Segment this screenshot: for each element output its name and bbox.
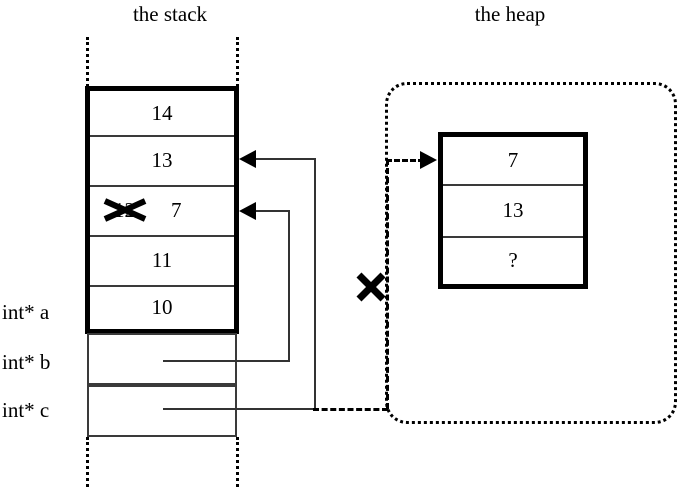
- pointer-b-connector-vertical: [288, 211, 290, 362]
- stack-cell-value: 11: [151, 247, 173, 272]
- pointer-b-connector-head-line: [255, 210, 290, 212]
- pointer-b-arrowhead: [239, 202, 256, 220]
- heap-title: the heap: [474, 2, 546, 26]
- pointer-b-connector-horizontal: [163, 360, 289, 362]
- stack-cell-value: 10: [151, 294, 173, 319]
- variable-label-c: int* c: [2, 398, 50, 422]
- stack-cell: 10: [90, 285, 234, 329]
- pointer-c-arrowhead: [239, 150, 256, 168]
- stack-title: the stack: [132, 2, 208, 26]
- stack-frame-divider: [90, 285, 234, 287]
- stack-pointer-slot-b: [87, 333, 237, 385]
- heap-pointer-arrowhead: [420, 151, 437, 169]
- heap-block-divider: [443, 236, 583, 238]
- stack-pointer-slot-c: [87, 385, 237, 437]
- variable-label-b: int* b: [2, 350, 51, 374]
- stack-cell: 11: [90, 235, 234, 285]
- stack-frame-box: [85, 86, 239, 334]
- stack-top-dotted-left: [86, 37, 89, 87]
- stack-frame-divider: [90, 185, 234, 187]
- dangling-pointer-dashed-base: [313, 408, 388, 411]
- heap-cell-value: 13: [502, 197, 524, 222]
- heap-cell-value: ?: [508, 247, 518, 272]
- heap-cell-value: 7: [507, 148, 519, 172]
- heap-block-divider: [443, 184, 583, 186]
- invalidated-pointer-x-icon: [354, 270, 388, 304]
- pointer-c-connector-vertical: [314, 158, 316, 410]
- heap-cell: 13: [443, 184, 583, 236]
- heap-cell: 7: [443, 137, 583, 184]
- stack-cell-new-value: 7: [171, 197, 182, 222]
- stack-cell-overwritten: 12 7: [90, 185, 234, 235]
- heap-cell: ?: [443, 236, 583, 284]
- pointer-c-connector-horizontal: [163, 408, 315, 410]
- stack-frame-divider: [90, 135, 234, 137]
- stack-top-dotted-right: [236, 37, 239, 87]
- heap-region-container: [385, 82, 677, 424]
- stack-bottom-dotted-left: [86, 437, 89, 487]
- stack-frame-divider: [90, 235, 234, 237]
- dangling-pointer-dashed-head: [386, 159, 424, 162]
- pointer-c-connector-head-line: [255, 158, 316, 160]
- stack-cell-value: 14: [151, 100, 173, 125]
- heap-block-box: [438, 132, 588, 289]
- stack-cell: 13: [90, 135, 234, 185]
- variable-label-a: int* a: [2, 300, 50, 324]
- stack-cell-old-value-struck: 12: [103, 198, 147, 223]
- stack-cell-value: 13: [151, 147, 173, 172]
- stack-cell: 14: [90, 91, 234, 135]
- stack-bottom-dotted-right: [236, 437, 239, 487]
